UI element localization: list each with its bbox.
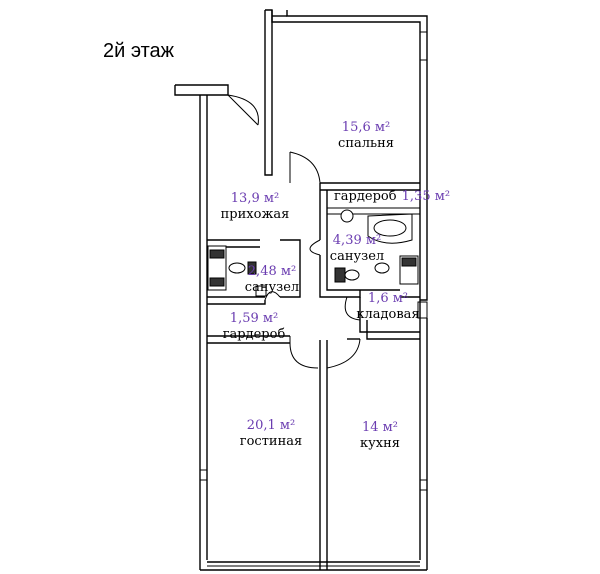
room-area: 13,9 м² xyxy=(230,191,280,206)
room-kitchen: 14 м² кухня xyxy=(360,420,400,451)
outer-walls xyxy=(174,9,428,571)
room-area: 1,59 м² xyxy=(229,311,279,326)
room-name: гардероб xyxy=(222,326,286,342)
room-bedroom: 15,6 м² спальня xyxy=(338,120,394,151)
room-bathroom-small: 2,48 м² санузел xyxy=(245,264,299,295)
room-name: санузел xyxy=(244,279,300,295)
room-wardrobe-left: 1,59 м² гардероб xyxy=(223,311,286,342)
room-name: прихожая xyxy=(220,206,290,222)
room-name: кладовая xyxy=(356,306,420,322)
floor-title: 2й этаж xyxy=(103,40,175,62)
room-name: кухня xyxy=(360,435,400,451)
room-name: гостиная xyxy=(239,433,303,449)
room-bathroom-big: 4,39 м² санузел xyxy=(330,233,384,264)
room-name: спальня xyxy=(338,135,394,151)
room-area: 20,1 м² xyxy=(246,418,296,433)
room-area: 15,6 м² xyxy=(341,120,391,135)
room-name: гардероб xyxy=(334,189,397,204)
room-area: 14 м² xyxy=(361,420,398,435)
room-area: 1,35 м² xyxy=(401,189,451,204)
fixtures xyxy=(207,209,419,297)
windows xyxy=(200,31,427,491)
room-area: 4,39 м² xyxy=(332,233,382,248)
room-living-room: 20,1 м² гостиная xyxy=(240,418,302,449)
room-wardrobe-top: гардероб 1,35 м² xyxy=(334,185,450,205)
doors xyxy=(227,94,361,369)
room-area: 2,48 м² xyxy=(247,264,297,279)
room-hallway: 13,9 м² прихожая xyxy=(221,191,290,222)
room-area: 1,6 м² xyxy=(367,291,409,306)
room-pantry: 1,6 м² кладовая xyxy=(356,291,419,322)
room-name: санузел xyxy=(329,248,385,264)
